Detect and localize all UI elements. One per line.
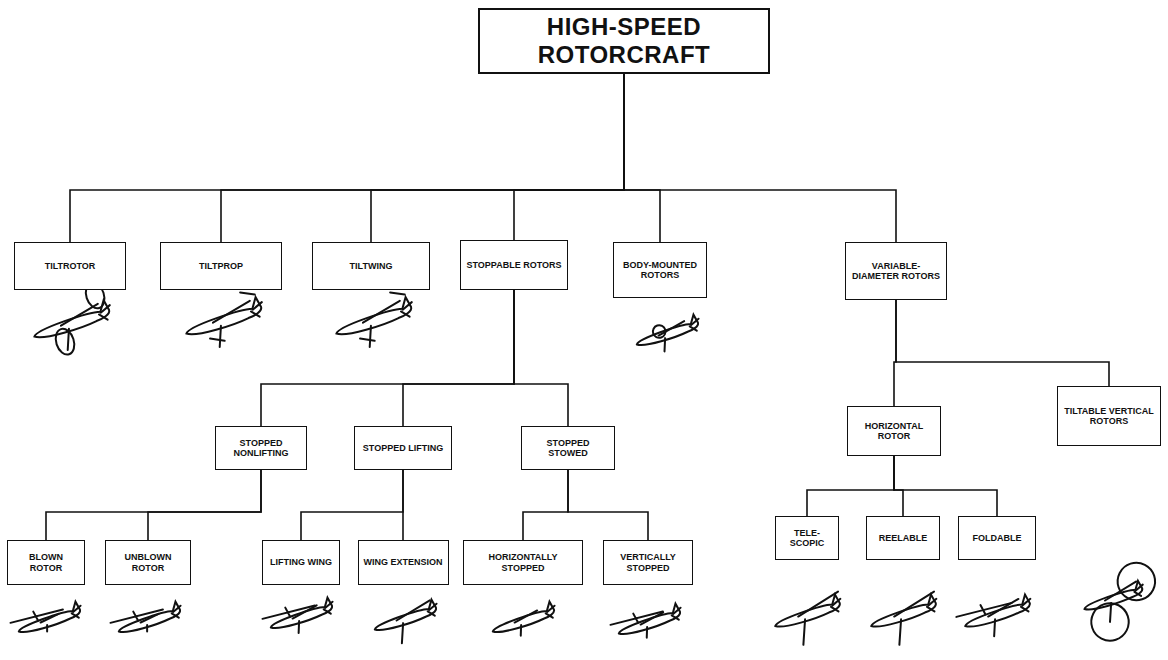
category-box: TELE- SCOPIC (775, 516, 839, 560)
tree-connector (301, 470, 403, 540)
category-box: VERTICALLY STOPPED (603, 540, 693, 585)
aircraft-sketch (24, 279, 120, 362)
aircraft-sketch (179, 287, 271, 356)
tree-connector (371, 74, 624, 242)
box-label: STOPPED STOWED (526, 438, 610, 459)
box-label: TILTWING (350, 261, 393, 271)
box-label: BLOWN ROTOR (12, 552, 80, 573)
box-label: LIFTING WING (270, 557, 332, 567)
box-label: STOPPED LIFTING (363, 443, 443, 453)
category-box: STOPPED LIFTING (354, 426, 452, 470)
box-label: REELABLE (879, 533, 928, 543)
category-box: TILTWING (312, 242, 430, 290)
tree-connector (148, 470, 261, 540)
aircraft-sketch (261, 593, 338, 642)
aircraft-sketch (771, 592, 850, 652)
box-label: TILTROTOR (45, 261, 96, 271)
box-label: BODY-MOUNTED ROTORS (618, 260, 702, 281)
aircraft-sketch (609, 599, 686, 647)
category-box: STOPPED NONLIFTING (215, 426, 307, 470)
category-box: VARIABLE-DIAMETER ROTORS (845, 242, 947, 300)
box-label: VERTICALLY STOPPED (608, 552, 688, 573)
tree-connector (894, 456, 997, 516)
category-box: HORIZONTAL ROTOR (847, 406, 941, 456)
aircraft-sketch (867, 592, 946, 652)
category-box: STOPPED STOWED (521, 426, 615, 470)
box-label: HIGH-SPEED ROTORCRAFT (484, 13, 764, 68)
aircraft-sketch (633, 313, 705, 359)
root-box: HIGH-SPEED ROTORCRAFT (478, 8, 770, 74)
tree-connector (894, 456, 903, 516)
aircraft-sketch (490, 601, 561, 644)
category-box: TILTABLE VERTICAL ROTORS (1057, 386, 1161, 446)
tree-connector (523, 470, 568, 540)
aircraft-sketch (372, 599, 445, 650)
tree-connector (221, 74, 624, 242)
box-label: FOLDABLE (973, 533, 1022, 543)
category-box: HORIZONTALLY STOPPED (463, 540, 583, 585)
tree-connector (402, 470, 404, 540)
box-label: UNBLOWN ROTOR (110, 552, 186, 573)
aircraft-sketch (1076, 558, 1168, 646)
tree-connector (624, 74, 660, 242)
aircraft-sketch (955, 590, 1038, 646)
box-label: TILTABLE VERTICAL ROTORS (1062, 406, 1156, 427)
tree-connector (624, 74, 896, 242)
box-label: HORIZONTAL ROTOR (852, 421, 936, 442)
box-label: WING EXTENSION (363, 557, 442, 567)
category-box: STOPPABLE ROTORS (460, 240, 568, 290)
tree-connector (896, 300, 1109, 386)
tree-connector (46, 470, 261, 540)
box-label: STOPPABLE ROTORS (466, 260, 561, 270)
category-box: WING EXTENSION (358, 540, 449, 585)
tree-connector (70, 74, 624, 242)
category-box: TILTROTOR (14, 242, 126, 290)
category-box: TILTPROP (160, 242, 282, 290)
category-box: BLOWN ROTOR (7, 540, 85, 585)
category-box: BODY-MOUNTED ROTORS (613, 242, 707, 298)
box-label: VARIABLE-DIAMETER ROTORS (850, 261, 942, 282)
category-box: REELABLE (866, 516, 940, 560)
tree-connector (403, 290, 514, 426)
tree-connector (807, 456, 894, 516)
box-label: STOPPED NONLIFTING (220, 438, 302, 459)
aircraft-sketch (109, 597, 185, 641)
box-label: TELE- SCOPIC (780, 528, 834, 549)
category-box: LIFTING WING (262, 540, 340, 585)
category-box: UNBLOWN ROTOR (105, 540, 191, 585)
tree-connector (514, 74, 624, 240)
tree-connector (261, 290, 514, 426)
aircraft-sketch (329, 287, 421, 356)
tree-connector (568, 470, 648, 540)
aircraft-sketch (9, 597, 85, 641)
box-label: HORIZONTALLY STOPPED (468, 552, 578, 573)
tree-connector (514, 290, 568, 426)
category-box: FOLDABLE (958, 516, 1036, 560)
box-label: TILTPROP (199, 261, 243, 271)
